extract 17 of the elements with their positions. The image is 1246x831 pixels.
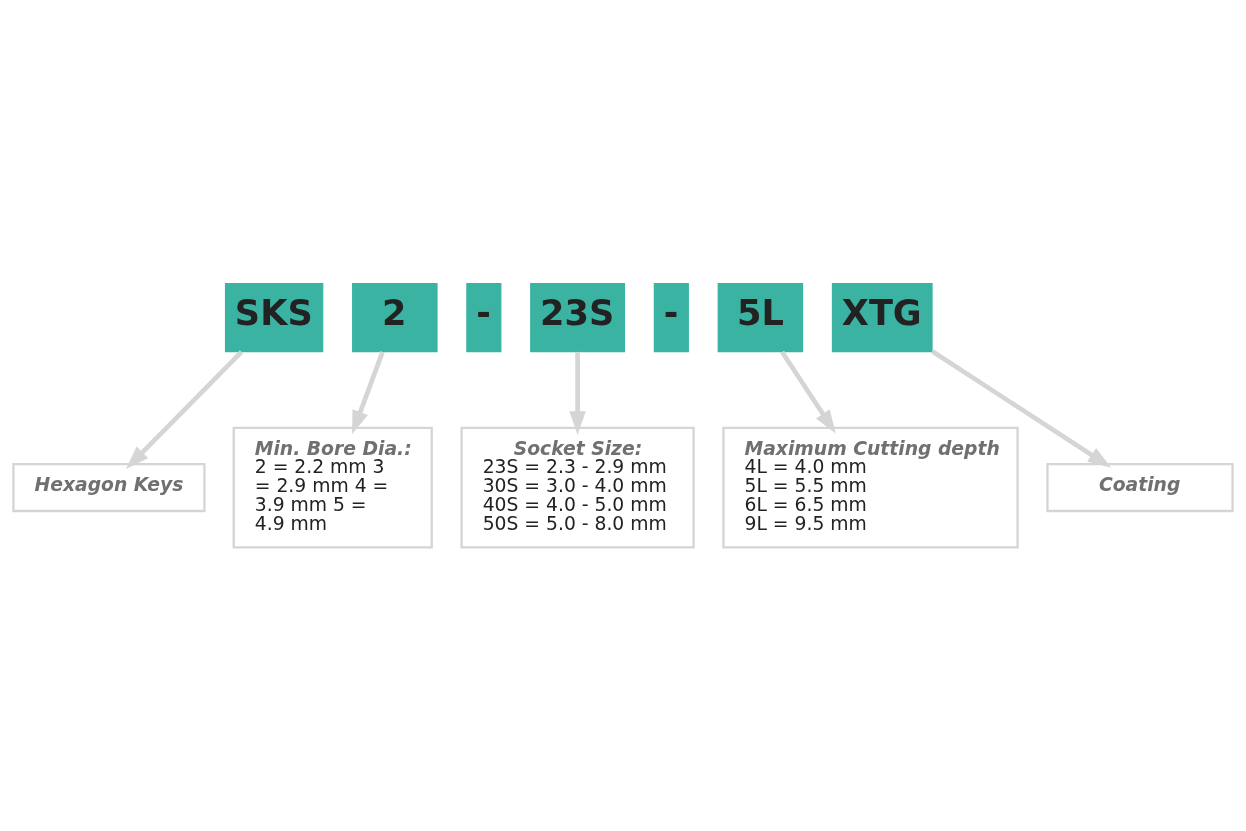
node-box: - xyxy=(466,283,502,353)
node-box: Hexagon Keys xyxy=(12,462,206,513)
arrow xyxy=(780,350,836,434)
arrow xyxy=(125,350,244,470)
arrow xyxy=(569,351,586,435)
node-box: XTG xyxy=(831,283,933,353)
node-box: Min. Bore Dia.: 2 = 2.2 mm 3 = 2.9 mm 4 = 3.9 mm 5 = 4.9 mm xyxy=(232,426,433,549)
node-box: Maximum Cutting depth 4L = 4.0 mm 5L = 5.5 mm 6L = 6.5 mm 9L = 9.5 mm xyxy=(722,426,1019,549)
node-box: SKS xyxy=(224,283,324,353)
node-box: Coating xyxy=(1046,462,1234,513)
arrow xyxy=(930,349,1112,468)
node-box: 5L xyxy=(717,283,804,353)
node-box: 2 xyxy=(352,283,438,353)
node-box: 23S xyxy=(530,283,626,353)
arrow xyxy=(352,351,385,435)
node-box: - xyxy=(653,283,689,353)
node-box: Socket Size: 23S = 2.3 - 2.9 mm 30S = 3.0 - 4.0 mm 40S = 4.0 - 5.0 mm 50S = 5.0 - 8.0 mm xyxy=(460,426,695,549)
